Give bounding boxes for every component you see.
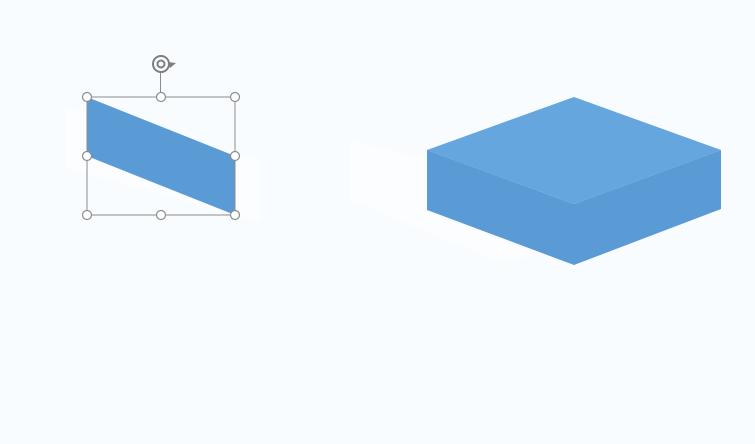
box-right-face — [574, 150, 721, 265]
resize-handle-bottom-center[interactable] — [155, 209, 167, 221]
isometric-box-shape[interactable] — [427, 97, 721, 265]
resize-handle-bottom-right[interactable] — [229, 209, 241, 221]
box-top-face — [427, 97, 721, 204]
selected-shape-group[interactable] — [81, 55, 241, 221]
resize-handle-middle-right[interactable] — [229, 150, 241, 162]
resize-handle-middle-left[interactable] — [81, 150, 93, 162]
resize-handle-top-left[interactable] — [81, 91, 93, 103]
box-left-face — [427, 150, 574, 265]
rotate-handle-arrow — [168, 62, 176, 68]
resize-handle-top-right[interactable] — [229, 91, 241, 103]
resize-handle-top-center[interactable] — [155, 91, 167, 103]
rotate-handle-core — [156, 59, 166, 69]
resize-handle-bottom-left[interactable] — [81, 209, 93, 221]
parallelogram-shape[interactable] — [87, 97, 235, 215]
rotate-handle-icon[interactable] — [152, 55, 176, 73]
